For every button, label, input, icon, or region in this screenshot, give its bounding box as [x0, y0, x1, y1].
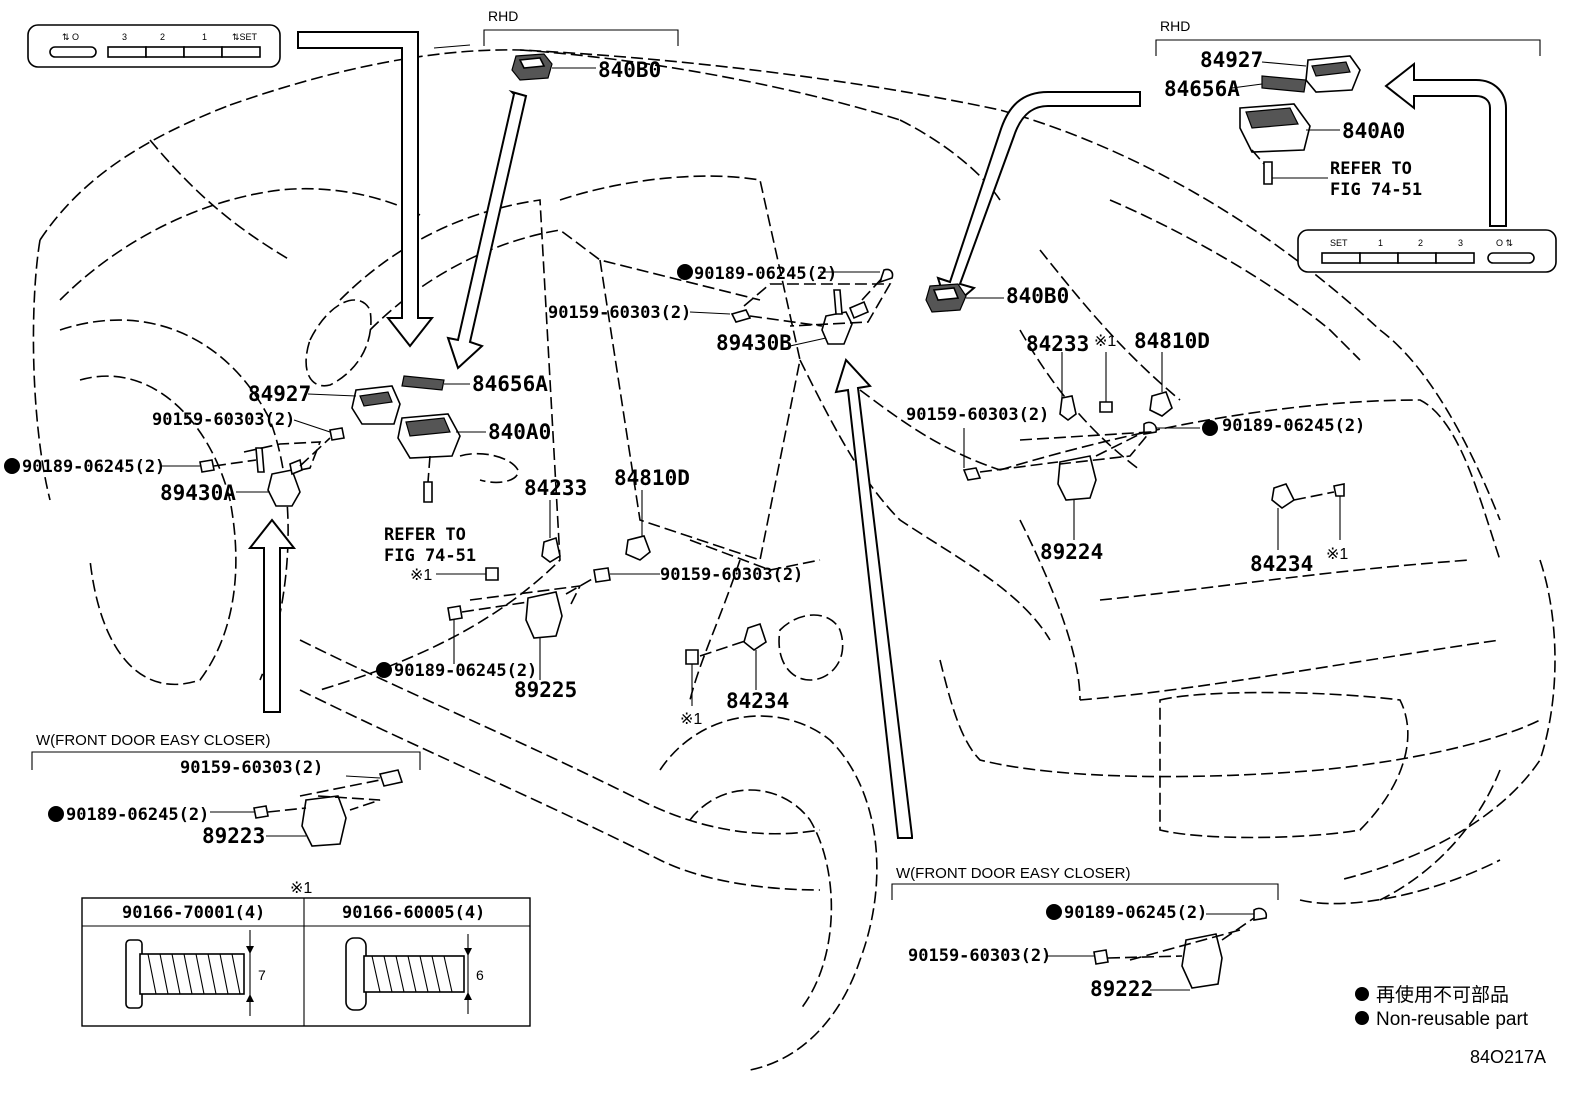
- sw-left-label-2: 3: [122, 32, 127, 42]
- bolt-70001-drawing: 7: [125, 930, 266, 1016]
- vehicle-outline: [32, 49, 1556, 1071]
- label-84810D-mid: 84810D: [614, 466, 690, 490]
- sw-left-label-3: 2: [160, 32, 165, 42]
- part-840A0-right: [1239, 103, 1340, 185]
- label-note-bottom: ※1: [680, 711, 702, 728]
- part-840B0-top: [511, 53, 596, 81]
- label-840B0-top: 840B0: [598, 58, 661, 82]
- rhd-bracket-right: [1155, 39, 1541, 56]
- part-84927-left: [307, 385, 401, 425]
- part-84233-right: [1059, 352, 1077, 421]
- closer-bracket-left: [31, 751, 421, 770]
- label-refer-left-2: FIG 74-51: [384, 546, 476, 566]
- non-reusable-markers: [4, 264, 1218, 920]
- bolt-table-note: ※1: [290, 880, 312, 897]
- part-89430A: [160, 419, 345, 507]
- label-90159-c: 90159-60303(2): [906, 405, 1049, 425]
- legend-jp: 再使用不可部品: [1376, 984, 1509, 1006]
- label-closer-right: W(FRONT DOOR EASY CLOSER): [896, 865, 1130, 882]
- bolt-60005-dim: 6: [476, 967, 484, 983]
- label-84927-right: 84927: [1200, 48, 1263, 72]
- part-89430B: [689, 268, 894, 347]
- closer-bracket-right: [891, 883, 1279, 900]
- label-rhd-right: RHD: [1160, 18, 1190, 34]
- label-90189-b: 90189-06245(2): [22, 457, 165, 477]
- label-note-mid: ※1: [410, 567, 432, 584]
- part-84234-mid: [685, 622, 767, 706]
- label-89430B: 89430B: [716, 331, 792, 355]
- label-840A0-right: 840A0: [1342, 119, 1405, 143]
- sw-left-label-5: ⇅SET: [232, 32, 258, 42]
- label-90189-a: 90189-06245(2): [694, 264, 837, 284]
- bolt-table: ※1 90166-70001(4) 90166-60005(4) 7 6: [81, 880, 531, 1027]
- label-84234-mid: 84234: [726, 689, 789, 713]
- label-refer-right-2: FIG 74-51: [1330, 180, 1422, 200]
- part-840B0-mid: [925, 283, 1004, 313]
- part-84810D-right: [1149, 352, 1173, 417]
- label-note-right: ※1: [1094, 333, 1116, 350]
- label-84656A-right: 84656A: [1164, 77, 1240, 101]
- label-90189-c: 90189-06245(2): [1222, 416, 1365, 436]
- legend: 再使用不可部品 Non-reusable part: [1355, 984, 1529, 1030]
- part-84810D-mid: [625, 490, 651, 561]
- part-84656A-left: [401, 375, 470, 391]
- label-90159-a: 90159-60303(2): [548, 303, 691, 323]
- label-90159-e: 90159-60303(2): [180, 758, 323, 778]
- label-84234-right: 84234: [1250, 552, 1313, 576]
- label-90189-e: 90189-06245(2): [66, 805, 209, 825]
- sw-right-label-1: SET: [1330, 238, 1348, 248]
- label-90159-d: 90159-60303(2): [660, 565, 803, 585]
- label-refer-right-1: REFER TO: [1330, 159, 1412, 179]
- sw-left-label-1: ⇅ O: [62, 32, 79, 42]
- part-89225: [436, 567, 660, 680]
- label-89225: 89225: [514, 678, 577, 702]
- legend-en: Non-reusable part: [1376, 1009, 1529, 1030]
- part-screw-right: [1099, 352, 1113, 413]
- part-84233-mid: [541, 500, 561, 563]
- bolt-col-1-header: 90166-70001(4): [122, 903, 265, 923]
- label-84810D-right: 84810D: [1134, 329, 1210, 353]
- label-84656A-left: 84656A: [472, 372, 548, 396]
- memory-switch-panel-left: ⇅ O 3 2 1 ⇅SET: [27, 24, 281, 68]
- label-89222: 89222: [1090, 977, 1153, 1001]
- label-840A0-left: 840A0: [488, 420, 551, 444]
- label-note-rear: ※1: [1326, 546, 1348, 563]
- label-89223: 89223: [202, 824, 265, 848]
- sw-right-label-5: O ⇅: [1496, 238, 1514, 248]
- part-840A0-left: [397, 413, 519, 503]
- label-90159-f: 90159-60303(2): [908, 946, 1051, 966]
- label-84927-left: 84927: [248, 382, 311, 406]
- sw-right-label-3: 2: [1418, 238, 1423, 248]
- label-rhd-top: RHD: [488, 8, 518, 24]
- part-84234-right: [1271, 483, 1345, 550]
- bolt-col-2-header: 90166-60005(4): [342, 903, 485, 923]
- bolt-60005-drawing: 6: [345, 934, 484, 1014]
- label-89224: 89224: [1040, 540, 1103, 564]
- label-84233-right: 84233: [1026, 332, 1089, 356]
- memory-switch-panel-right: SET 1 2 3 O ⇅: [1297, 229, 1557, 273]
- figure-id: 84O217A: [1470, 1047, 1546, 1067]
- part-89224: [962, 421, 1200, 540]
- label-refer-left-1: REFER TO: [384, 525, 466, 545]
- part-84927-right: [1261, 55, 1361, 93]
- label-90159-b: 90159-60303(2): [152, 410, 295, 430]
- label-84233-mid: 84233: [524, 476, 587, 500]
- sw-right-label-2: 1: [1378, 238, 1383, 248]
- label-90189-d: 90189-06245(2): [394, 661, 537, 681]
- label-90189-f: 90189-06245(2): [1064, 903, 1207, 923]
- bolt-70001-dim: 7: [258, 967, 266, 983]
- rhd-bracket-top: [433, 29, 679, 49]
- part-89222: [1046, 907, 1268, 991]
- label-89430A: 89430A: [160, 481, 236, 505]
- part-84656A-right: [1231, 75, 1307, 93]
- label-840B0-mid: 840B0: [1006, 284, 1069, 308]
- sw-left-label-4: 1: [202, 32, 207, 42]
- label-closer-left: W(FRONT DOOR EASY CLOSER): [36, 732, 270, 749]
- part-89223: [210, 769, 404, 847]
- sw-right-label-4: 3: [1458, 238, 1463, 248]
